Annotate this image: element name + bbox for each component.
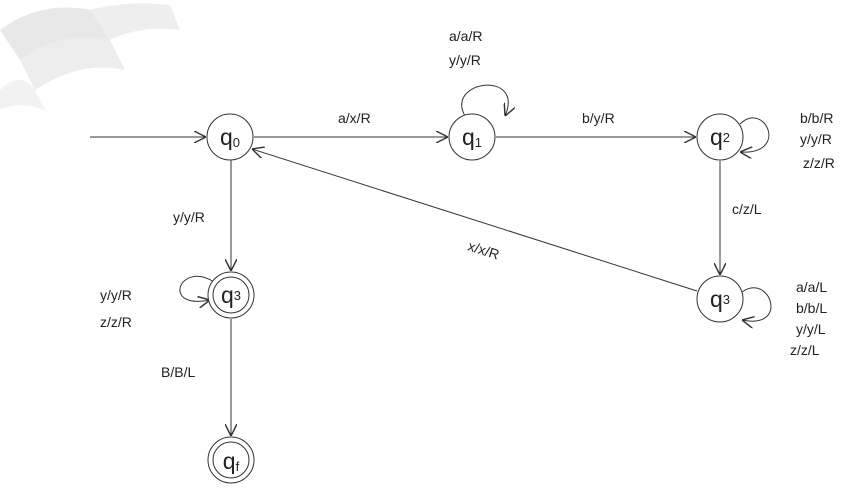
state-qf: qf bbox=[207, 436, 255, 484]
state-q3-right-symbol: q bbox=[710, 286, 723, 312]
label-q3-loop-1: a/a/L bbox=[796, 279, 827, 295]
label-q1-loop-2: y/y/R bbox=[449, 52, 481, 68]
label-q3left-qf: B/B/L bbox=[161, 364, 195, 380]
svg-text:q3: q3 bbox=[710, 286, 730, 312]
label-q3-loop-3: y/y/L bbox=[796, 321, 826, 337]
state-q2-symbol: q bbox=[710, 124, 723, 150]
label-q1-loop-1: a/a/R bbox=[449, 28, 482, 44]
svg-text:q2: q2 bbox=[710, 124, 730, 150]
watermark-logo bbox=[0, 3, 180, 110]
label-q3-loop-4: z/z/L bbox=[790, 342, 820, 358]
svg-text:q3: q3 bbox=[221, 282, 241, 308]
label-q2-loop-1: b/b/R bbox=[800, 110, 833, 126]
loop-q1 bbox=[461, 84, 508, 116]
state-q1-symbol: q bbox=[462, 124, 475, 150]
svg-text:qf: qf bbox=[223, 448, 240, 474]
loop-q2 bbox=[740, 117, 770, 152]
state-q3-left-subscript: 3 bbox=[234, 288, 241, 303]
state-q2: q2 bbox=[696, 113, 744, 161]
label-q1-q2: b/y/R bbox=[582, 110, 615, 126]
state-q1-subscript: 1 bbox=[475, 135, 482, 150]
edge-q3-q0 bbox=[252, 149, 698, 292]
svg-text:q0: q0 bbox=[220, 124, 240, 150]
label-q2-loop-2: y/y/R bbox=[800, 131, 832, 147]
state-q0-subscript: 0 bbox=[233, 135, 240, 150]
loop-q3left bbox=[179, 275, 215, 301]
state-q3-right: q3 bbox=[696, 275, 744, 323]
state-qf-symbol: q bbox=[223, 448, 236, 474]
label-q0-q3left: y/y/R bbox=[173, 209, 205, 225]
label-q0-q1: a/x/R bbox=[338, 110, 371, 126]
label-q3-loop-2: b/b/L bbox=[796, 300, 827, 316]
state-q3-left-symbol: q bbox=[221, 282, 234, 308]
state-q2-subscript: 2 bbox=[723, 130, 730, 145]
svg-text:q1: q1 bbox=[462, 124, 482, 150]
label-q2-loop-3: z/z/R bbox=[803, 155, 835, 171]
state-q3-left: q3 bbox=[207, 271, 255, 319]
state-q3-right-subscript: 3 bbox=[723, 292, 730, 307]
label-q3-q0: x/x/R bbox=[466, 238, 501, 263]
state-q0: q0 bbox=[206, 113, 254, 161]
label-q3left-loop-2: z/z/R bbox=[100, 314, 132, 330]
label-q2-q3: c/z/L bbox=[732, 201, 762, 217]
loop-q3right bbox=[742, 287, 772, 321]
state-q1: q1 bbox=[448, 113, 496, 161]
label-q3left-loop-1: y/y/R bbox=[100, 287, 132, 303]
state-qf-subscript: f bbox=[236, 459, 240, 474]
state-q0-symbol: q bbox=[220, 124, 233, 150]
